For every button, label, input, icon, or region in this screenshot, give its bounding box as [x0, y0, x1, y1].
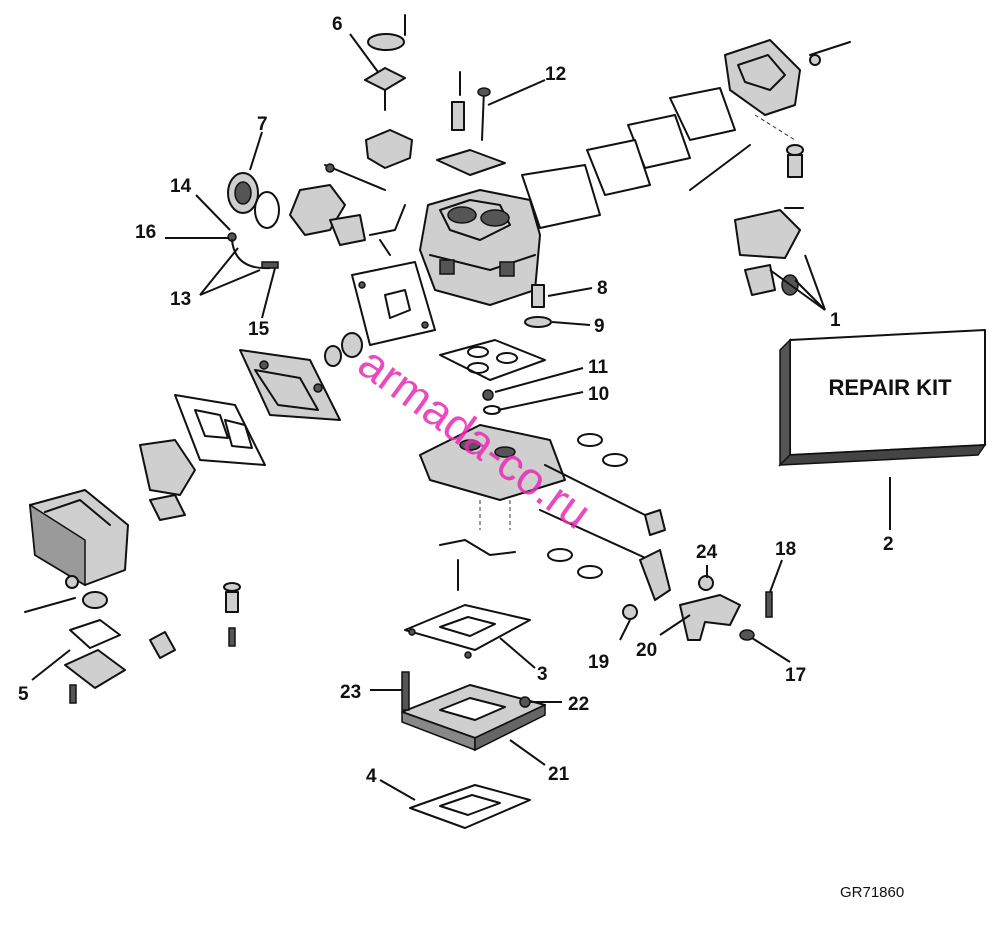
- throttle-shafts: [539, 433, 671, 601]
- secondary-float-bowl: [724, 39, 851, 116]
- main-body: [419, 189, 541, 306]
- callout-22: 22: [568, 694, 589, 715]
- callout-11: 11: [588, 357, 609, 378]
- callout-17: 17: [785, 665, 806, 686]
- callout-14: 14: [170, 176, 192, 197]
- callout-8: 8: [597, 278, 608, 299]
- primary-float-bowl: [139, 439, 196, 521]
- choke-housing: [227, 172, 280, 229]
- secondary-metering-plates: [521, 87, 751, 229]
- carb-spacer: [401, 684, 546, 752]
- fuel-bowl: [24, 489, 129, 613]
- spacer-gasket: [409, 784, 531, 829]
- callout-4: 4: [366, 766, 377, 787]
- choke-linkage: [289, 163, 406, 256]
- throttle-body: [419, 424, 566, 530]
- throttle-bracket: [439, 539, 516, 591]
- left-metering-gasket: [174, 394, 266, 466]
- callout-6: 6: [332, 14, 343, 35]
- callout-24: 24: [696, 542, 718, 563]
- callout-13: 13: [170, 289, 191, 310]
- callout-3: 3: [537, 664, 548, 685]
- callout-21: 21: [548, 764, 570, 785]
- secondary-fuel-bowl-parts: [734, 114, 804, 296]
- needle-and-seat: [482, 389, 501, 415]
- jet-tube: [524, 284, 552, 328]
- carb-base-gasket: [404, 604, 531, 659]
- leader-lines: [31, 33, 891, 801]
- figure-code: GR71860: [840, 884, 904, 901]
- callout-16: 16: [135, 222, 156, 243]
- callout-19: 19: [588, 652, 609, 673]
- callout-10: 10: [588, 384, 609, 405]
- throttle-plate-gasket: [439, 339, 546, 381]
- callout-18: 18: [775, 539, 796, 560]
- callout-5: 5: [18, 684, 29, 705]
- fuel-inlet-parts: [64, 591, 176, 704]
- callout-9: 9: [594, 316, 605, 337]
- pump-rod: [436, 71, 506, 176]
- callout-20: 20: [636, 640, 657, 661]
- callout-labels: 1 2 3 4 5 6 7 8 9 10 11 12 13 14 15 16 1…: [18, 14, 894, 787]
- callout-7: 7: [257, 114, 268, 135]
- callout-12: 12: [545, 64, 566, 85]
- throttle-lever: [679, 591, 773, 641]
- callout-2: 2: [883, 534, 894, 555]
- repair-kit-box: REPAIR KIT: [778, 329, 987, 467]
- choke-rod-parts: [227, 232, 279, 270]
- callout-23: 23: [340, 682, 361, 703]
- primary-metering-block: [239, 332, 363, 421]
- vacuum-secondary-diaphragm: [364, 14, 413, 169]
- callout-15: 15: [248, 319, 270, 340]
- main-body-gasket: [351, 261, 436, 346]
- callout-1: 1: [830, 310, 841, 331]
- power-valve: [223, 582, 241, 647]
- repair-kit-label: REPAIR KIT: [828, 375, 952, 400]
